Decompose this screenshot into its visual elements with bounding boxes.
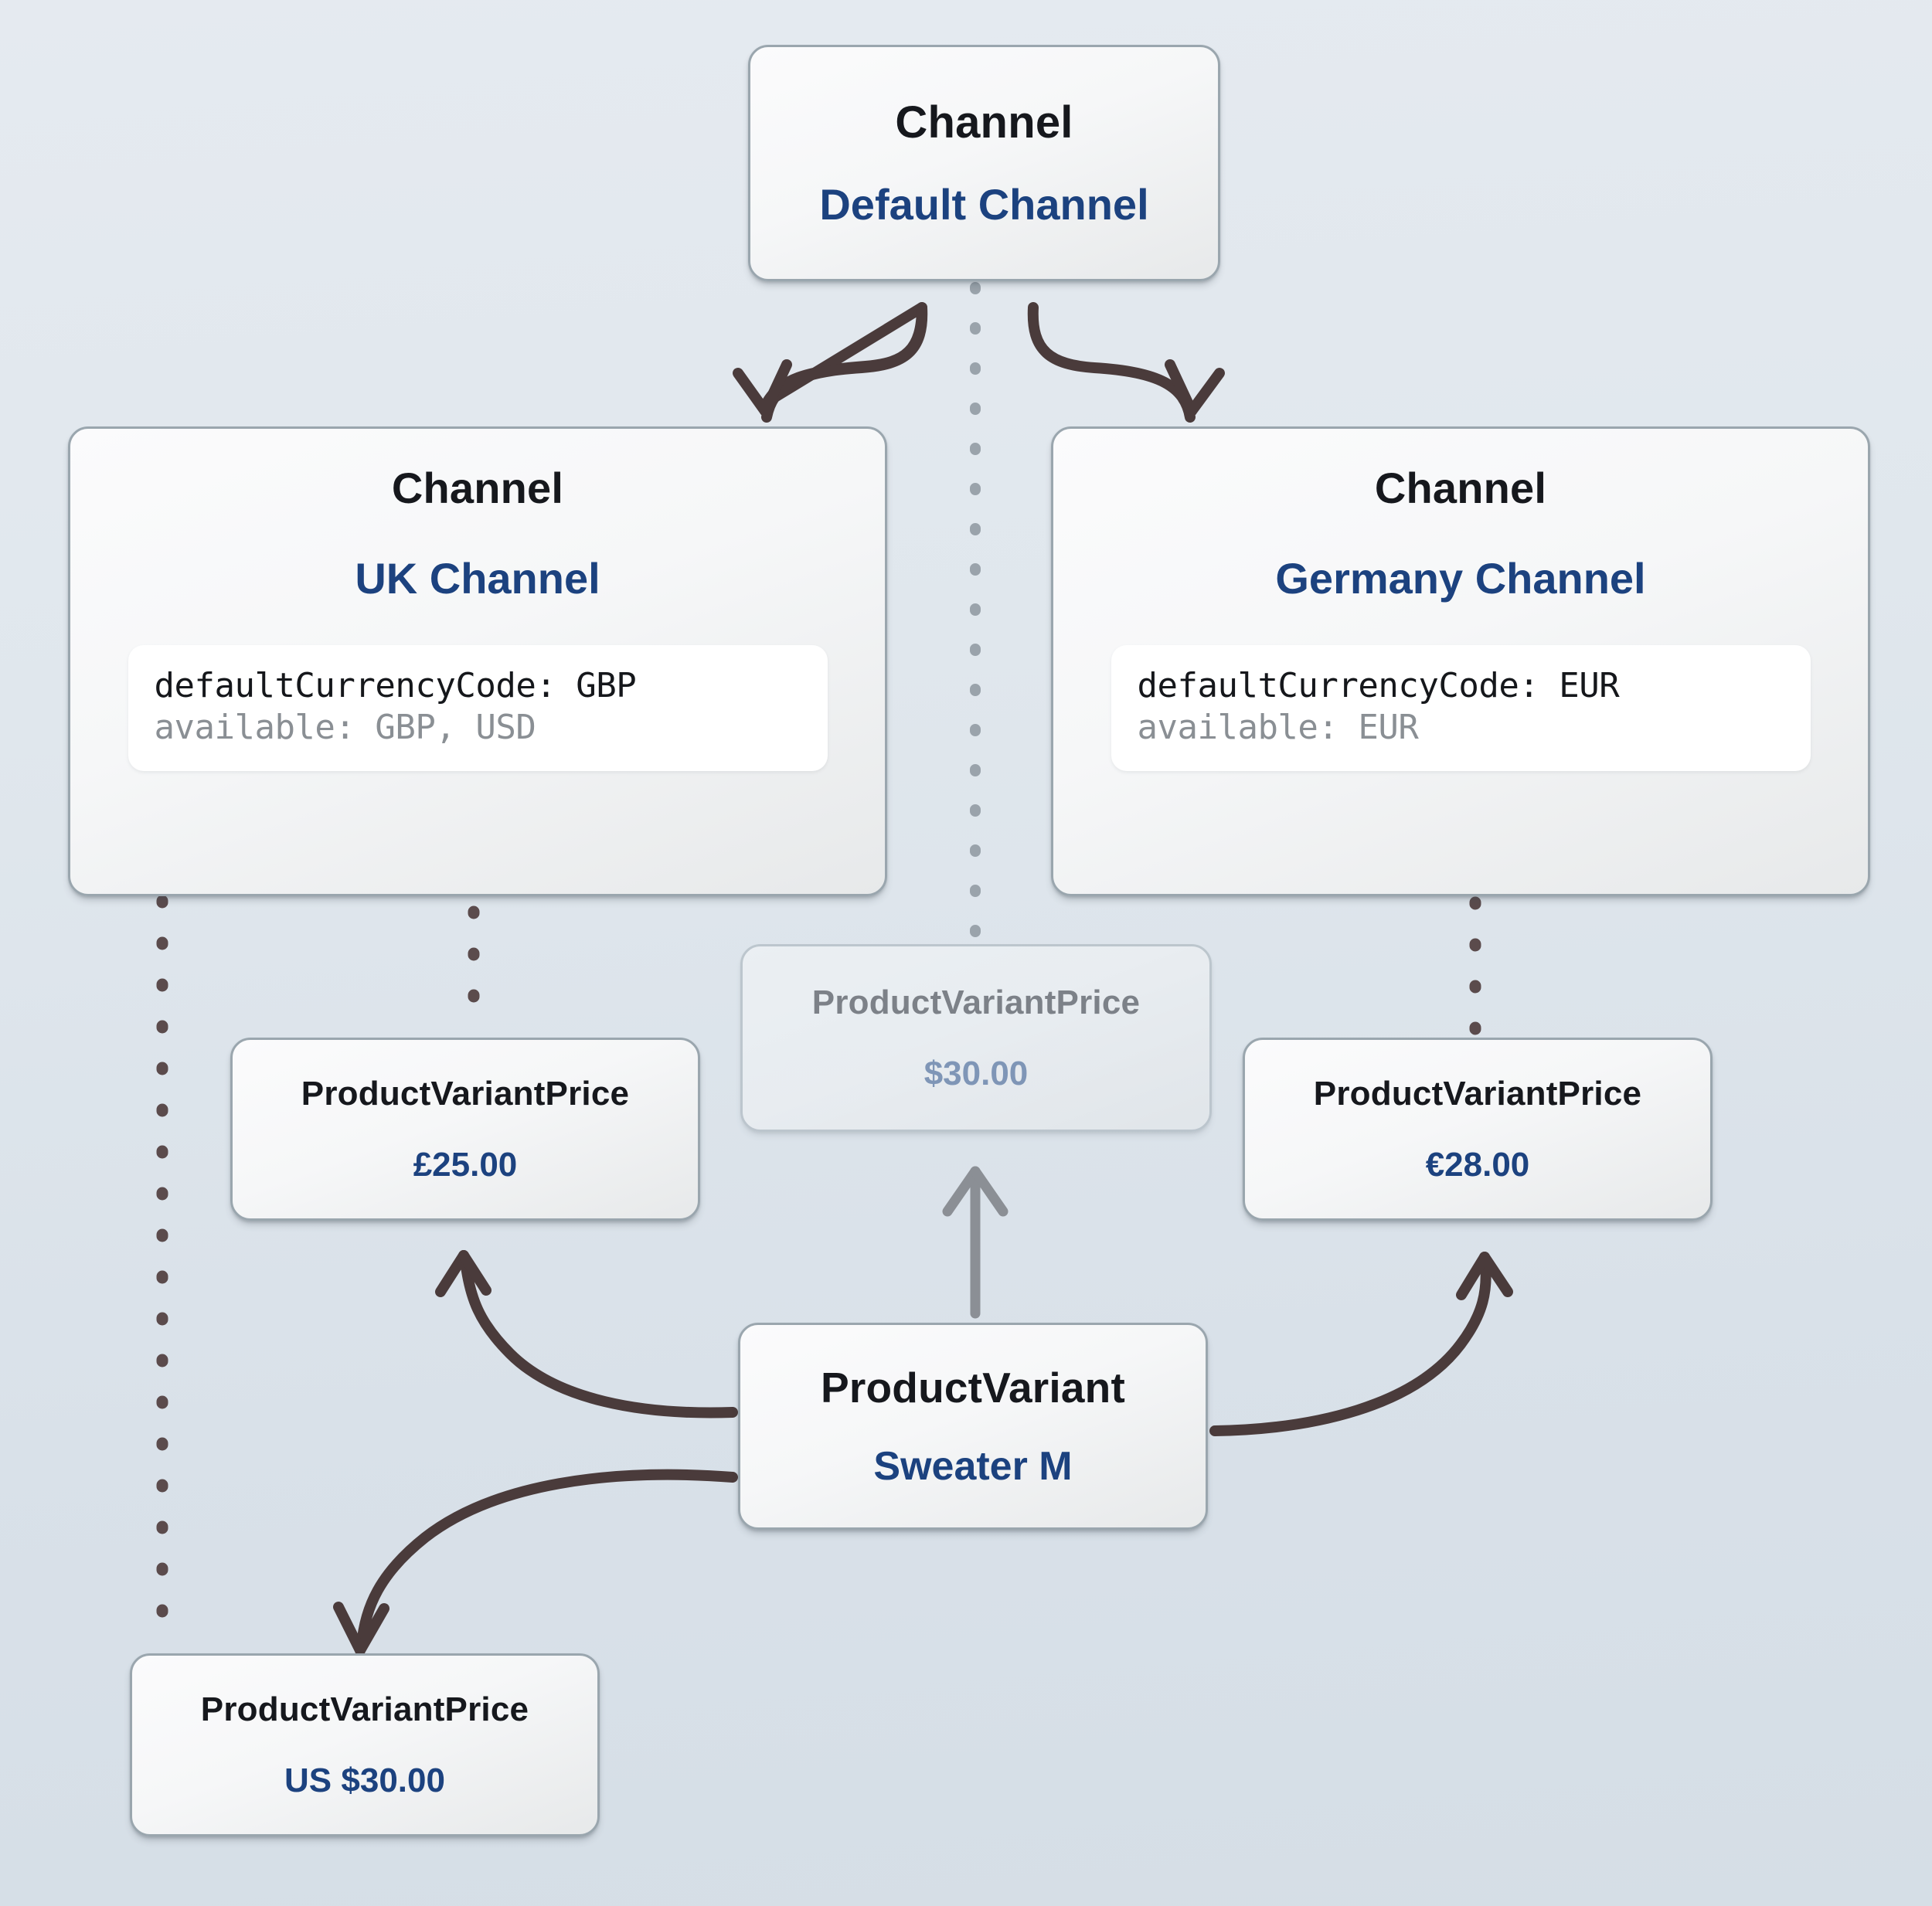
node-product-variant-price-us-usd[interactable]: ProductVariantPrice US $30.00 xyxy=(130,1653,600,1836)
node-type-label: ProductVariant xyxy=(820,1364,1125,1412)
node-type-label: ProductVariantPrice xyxy=(200,1690,529,1728)
node-product-variant-price-eur[interactable]: ProductVariantPrice €28.00 xyxy=(1243,1038,1713,1221)
node-price-value: $30.00 xyxy=(923,1054,1029,1092)
attr-available-currencies: available: GBP, USD xyxy=(154,707,536,747)
attr-default-currency-code: defaultCurrencyCode: GBP xyxy=(154,666,637,705)
node-product-variant-price-gbp[interactable]: ProductVariantPrice £25.00 xyxy=(230,1038,700,1221)
node-germany-channel[interactable]: Channel Germany Channel defaultCurrencyC… xyxy=(1051,426,1870,896)
node-type-label: Channel xyxy=(1374,464,1547,512)
node-type-label: Channel xyxy=(895,97,1073,148)
node-price-value: US $30.00 xyxy=(284,1761,445,1799)
attr-default-currency-code: defaultCurrencyCode: EUR xyxy=(1137,666,1620,705)
node-name-label: Default Channel xyxy=(819,180,1149,229)
connector-root-to-germany xyxy=(1027,302,1225,423)
attribute-box: defaultCurrencyCode: GBP available: GBP,… xyxy=(128,645,828,772)
connector-variant-to-us30 xyxy=(333,1469,738,1656)
node-name-label: UK Channel xyxy=(355,554,600,603)
node-type-label: ProductVariantPrice xyxy=(1313,1074,1642,1113)
node-uk-channel[interactable]: Channel UK Channel defaultCurrencyCode: … xyxy=(68,426,887,896)
node-type-label: ProductVariantPrice xyxy=(301,1074,630,1113)
attr-available-currencies: available: EUR xyxy=(1137,707,1419,747)
node-price-value: €28.00 xyxy=(1425,1145,1530,1184)
node-product-variant-price-usd-inactive[interactable]: ProductVariantPrice $30.00 xyxy=(740,944,1212,1132)
connector-variant-to-eur xyxy=(1209,1252,1513,1436)
node-type-label: ProductVariantPrice xyxy=(811,983,1141,1021)
node-type-label: Channel xyxy=(391,464,564,512)
attribute-box: defaultCurrencyCode: EUR available: EUR xyxy=(1111,645,1811,772)
connector-variant-to-usd-faded xyxy=(942,1166,1009,1319)
node-name-label: Germany Channel xyxy=(1275,554,1646,603)
node-default-channel[interactable]: Channel Default Channel xyxy=(748,45,1220,281)
node-product-variant[interactable]: ProductVariant Sweater M xyxy=(738,1323,1208,1530)
connector-root-to-uk xyxy=(733,302,928,423)
node-price-value: £25.00 xyxy=(413,1145,518,1184)
connector-variant-to-gbp xyxy=(435,1250,738,1418)
node-name-label: Sweater M xyxy=(873,1444,1073,1489)
